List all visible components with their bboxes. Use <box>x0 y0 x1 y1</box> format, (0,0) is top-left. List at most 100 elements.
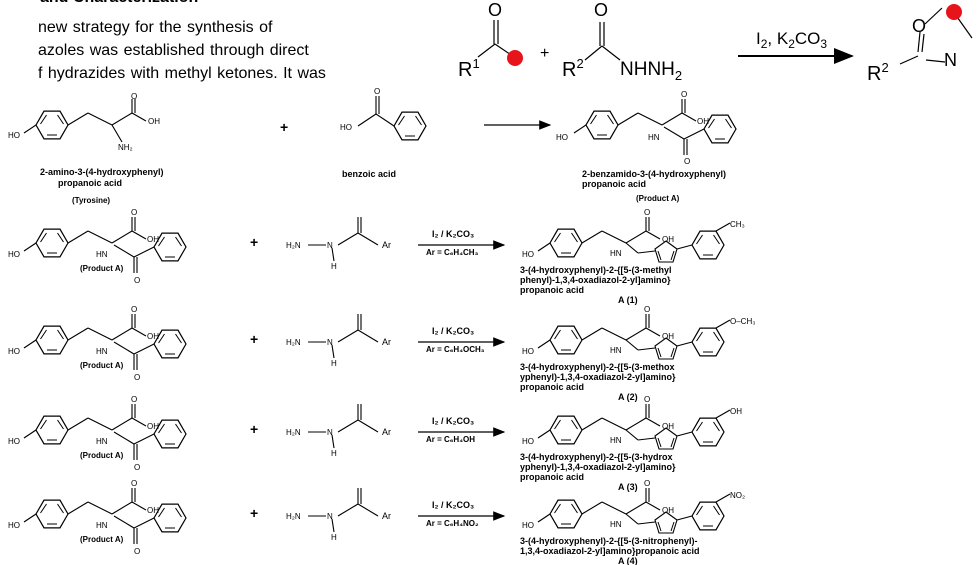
svg-text:HO: HO <box>522 521 534 530</box>
reagent-label: I₂ / K₂CO₃ <box>432 416 474 426</box>
nh2-label: NH₂ <box>118 143 133 152</box>
reactant-label: (Product A) <box>80 451 124 460</box>
svg-text:O: O <box>134 547 140 556</box>
benzoic-ho: HO <box>340 123 352 132</box>
oh-label: OH <box>148 117 160 126</box>
r1-group: R1 <box>458 56 480 81</box>
svg-text:OH: OH <box>147 506 159 515</box>
svg-text:OH: OH <box>662 235 674 244</box>
svg-text:N: N <box>327 512 333 521</box>
product-a-label: (Product A) <box>636 194 680 203</box>
svg-text:HN: HN <box>96 250 108 259</box>
svg-text:O: O <box>134 276 140 285</box>
reactant-label: (Product A) <box>80 264 124 273</box>
product-id: A (1) <box>618 295 638 305</box>
svg-text:HO: HO <box>8 347 20 356</box>
svg-text:OH: OH <box>147 332 159 341</box>
reagent-label: I₂ / K₂CO₃ <box>432 229 474 239</box>
substituent-label: CH₃ <box>730 220 745 229</box>
svg-text:HO: HO <box>522 347 534 356</box>
tyrosine-common: (Tyrosine) <box>72 196 110 205</box>
product-id: A (2) <box>618 392 638 402</box>
ketone-oxygen: O <box>488 0 502 20</box>
svg-text:O: O <box>131 208 137 217</box>
plus-sign: + <box>250 331 258 347</box>
reaction-row-1: HO NH₂ O OH 2-amino-3-(4-hydroxyphenyl) … <box>8 87 736 205</box>
svg-text:O: O <box>134 463 140 472</box>
svg-text:O: O <box>131 305 137 314</box>
svg-text:O: O <box>684 157 690 166</box>
svg-text:OH: OH <box>662 506 674 515</box>
svg-text:N: N <box>327 428 333 437</box>
general-scheme: O R1 + O R2 NHNH2 I2, K2CO3 O N R2 <box>458 0 973 85</box>
ho-label: HO <box>8 131 20 140</box>
product-a-name-2: propanoic acid <box>582 179 646 189</box>
o-label: O <box>131 92 137 101</box>
svg-text:OH: OH <box>662 332 674 341</box>
product-name-line: 3-(4-hydroxyphenyl)-2-{[5-(3-hydrox <box>520 452 673 462</box>
svg-text:OH: OH <box>147 422 159 431</box>
reactant-label: (Product A) <box>80 535 124 544</box>
intro-line-2: azoles was established through direct <box>38 42 309 59</box>
svg-text:HO: HO <box>8 521 20 530</box>
svg-text:HO: HO <box>522 250 534 259</box>
intro-line-1: new strategy for the synthesis of <box>38 19 273 36</box>
svg-text:HN: HN <box>610 249 622 258</box>
product-oxygen: O <box>912 16 926 36</box>
product-name-line: 1,3,4-oxadiazol-2-yl]amino}propanoic aci… <box>520 546 700 556</box>
plus-sign: + <box>250 421 258 437</box>
svg-text:HN: HN <box>96 347 108 356</box>
ar-definition: Ar = C₆H₄CH₃ <box>426 248 479 257</box>
product-id: A (4) <box>618 556 638 565</box>
product-highlight-dot <box>946 4 962 20</box>
reagent-label: I₂ / K₂CO₃ <box>432 326 474 336</box>
svg-text:O: O <box>644 479 650 488</box>
svg-text:HO: HO <box>556 133 568 142</box>
svg-text:H: H <box>331 359 337 368</box>
svg-text:Ar: Ar <box>382 240 391 250</box>
product-nitrogen: N <box>944 50 957 70</box>
nhnh2-group: NHNH2 <box>620 59 682 83</box>
svg-text:HO: HO <box>522 437 534 446</box>
svg-text:HN: HN <box>96 437 108 446</box>
svg-text:H₂N: H₂N <box>286 512 301 521</box>
svg-text:N: N <box>327 241 333 250</box>
svg-text:H₂N: H₂N <box>286 428 301 437</box>
svg-text:HN: HN <box>610 346 622 355</box>
product-name-line: propanoic acid <box>520 472 584 482</box>
svg-text:N: N <box>327 338 333 347</box>
substituent-label: NO₂ <box>730 491 745 500</box>
svg-text:Ar: Ar <box>382 511 391 521</box>
product-name-line: yphenyl)-1,3,4-oxadiazol-2-yl]amino} <box>520 462 676 472</box>
reactant-label: (Product A) <box>80 361 124 370</box>
ar-definition: Ar = C₆H₄NO₂ <box>426 519 479 528</box>
product-name-line: 3-(4-hydroxyphenyl)-2-{[5-(3-methox <box>520 362 675 372</box>
svg-text:HO: HO <box>8 250 20 259</box>
product-name-line: phenyl)-1,3,4-oxadiazol-2-yl]amino} <box>520 275 671 285</box>
svg-text:H: H <box>331 449 337 458</box>
svg-text:H₂N: H₂N <box>286 338 301 347</box>
svg-text:H₂N: H₂N <box>286 241 301 250</box>
hydrazide-oxygen: O <box>594 0 608 20</box>
svg-text:HN: HN <box>96 521 108 530</box>
svg-text:Ar: Ar <box>382 337 391 347</box>
tyrosine-name-1: 2-amino-3-(4-hydroxyphenyl) <box>40 167 164 177</box>
svg-text:H: H <box>331 533 337 542</box>
svg-text:H: H <box>331 262 337 271</box>
svg-text:O: O <box>131 479 137 488</box>
svg-text:HO: HO <box>8 437 20 446</box>
product-name-line: 3-(4-hydroxyphenyl)-2-{[5-(3-methyl <box>520 265 672 275</box>
svg-text:O: O <box>131 395 137 404</box>
reagent-label: I₂ / K₂CO₃ <box>432 500 474 510</box>
svg-text:OH: OH <box>147 235 159 244</box>
benzoic-o: O <box>374 87 380 96</box>
product-id: A (3) <box>618 482 638 492</box>
ar-definition: Ar = C₆H₄OH <box>426 435 475 444</box>
svg-text:HN: HN <box>648 133 660 142</box>
svg-text:HN: HN <box>610 520 622 529</box>
product-name-line: yphenyl)-1,3,4-oxadiazol-2-yl]amino} <box>520 372 676 382</box>
